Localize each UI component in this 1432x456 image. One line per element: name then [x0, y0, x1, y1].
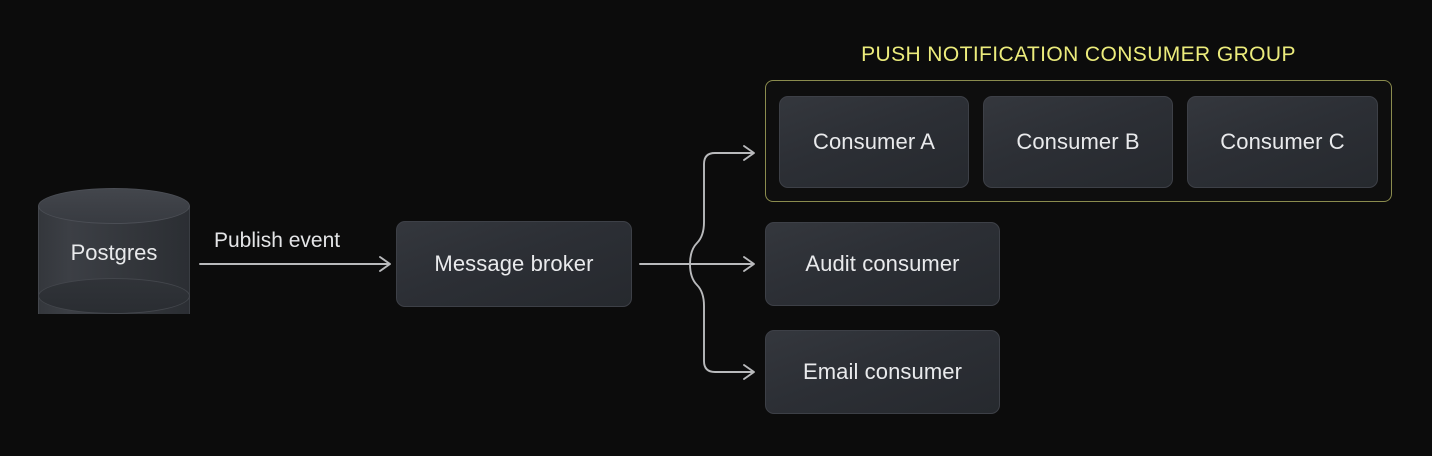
node-audit-consumer[interactable]: Audit consumer	[765, 222, 1000, 306]
cylinder-bottom-cap	[38, 278, 190, 314]
database-label: Postgres	[70, 240, 158, 265]
node-consumer-b-label: Consumer B	[1016, 129, 1140, 154]
consumer-group-title: PUSH NOTIFICATION CONSUMER GROUP	[861, 43, 1296, 66]
node-consumer-b[interactable]: Consumer B	[983, 96, 1173, 188]
node-audit-consumer-label: Audit consumer	[805, 251, 960, 276]
node-email-consumer-label: Email consumer	[802, 359, 963, 384]
edge-label-publish-event: Publish event	[214, 229, 341, 252]
edge-junction-to-email	[689, 263, 753, 373]
node-consumer-c-label: Consumer C	[1220, 129, 1345, 154]
node-email-consumer[interactable]: Email consumer	[765, 330, 1000, 414]
node-message-broker-label: Message broker	[434, 251, 594, 276]
database-icon: Postgres	[38, 188, 190, 332]
node-message-broker[interactable]: Message broker	[396, 221, 632, 307]
node-consumer-a-label: Consumer A	[812, 129, 936, 154]
node-consumer-a[interactable]: Consumer A	[779, 96, 969, 188]
edge-junction-to-audit-arrowhead	[743, 256, 755, 272]
edge-junction-to-email-arrowhead	[743, 364, 755, 380]
node-consumer-c[interactable]: Consumer C	[1187, 96, 1378, 188]
cylinder-top-cap	[38, 188, 190, 224]
edge-junction-to-consumer-a-arrowhead	[743, 145, 755, 161]
edge-postgres-to-broker-arrowhead	[379, 256, 391, 272]
edge-junction-to-consumer-a	[689, 152, 753, 265]
